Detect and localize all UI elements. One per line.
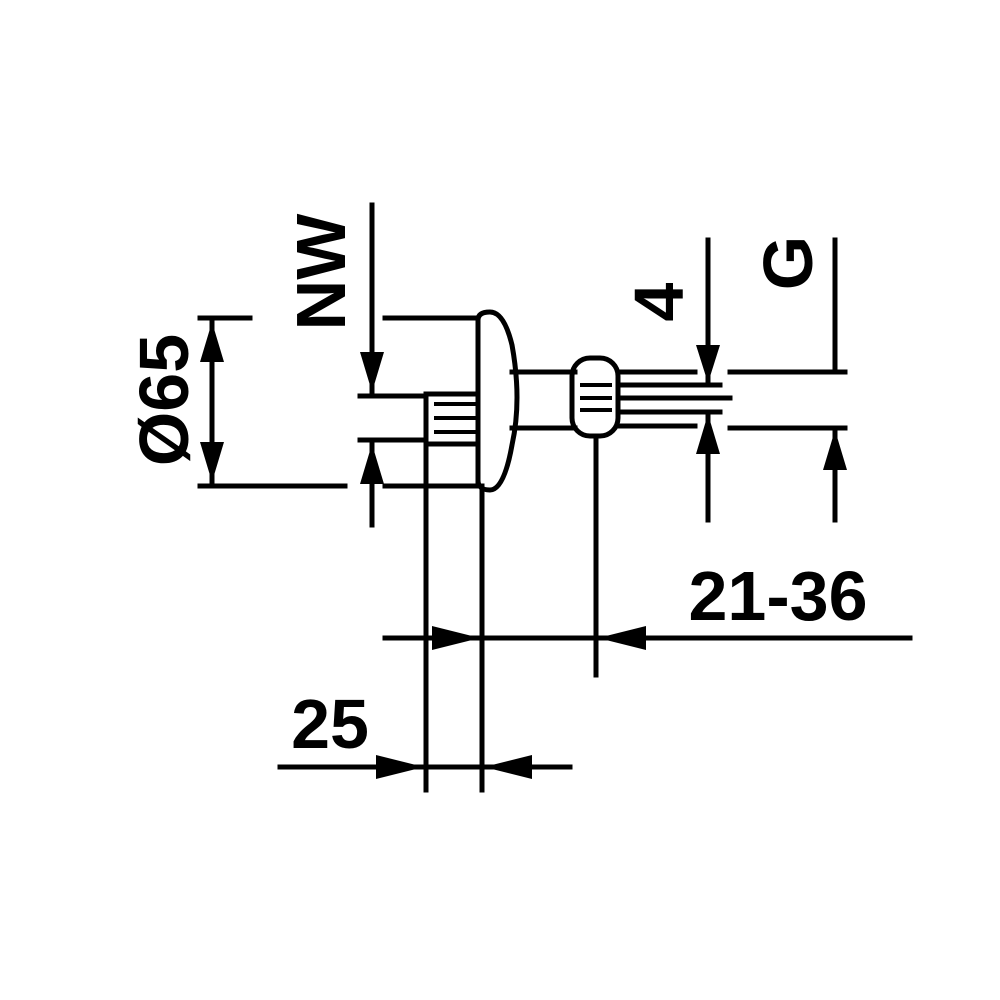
dim-diameter (200, 315, 224, 489)
rosette (475, 309, 520, 493)
diameter-label: Ø65 (125, 334, 203, 466)
adjust-range-label: 21-36 (688, 557, 867, 635)
dim-nominal-width (360, 202, 384, 528)
nominal-width-label: NW (282, 214, 360, 331)
thickness-label: 4 (620, 282, 698, 321)
offset-label: 25 (291, 685, 369, 763)
dim-thread (823, 237, 847, 523)
thread-label: G (749, 236, 827, 290)
part-outline (423, 309, 723, 493)
dim-offset (277, 755, 573, 779)
dim-adjust-range (382, 626, 913, 650)
dim-thickness (696, 237, 720, 523)
